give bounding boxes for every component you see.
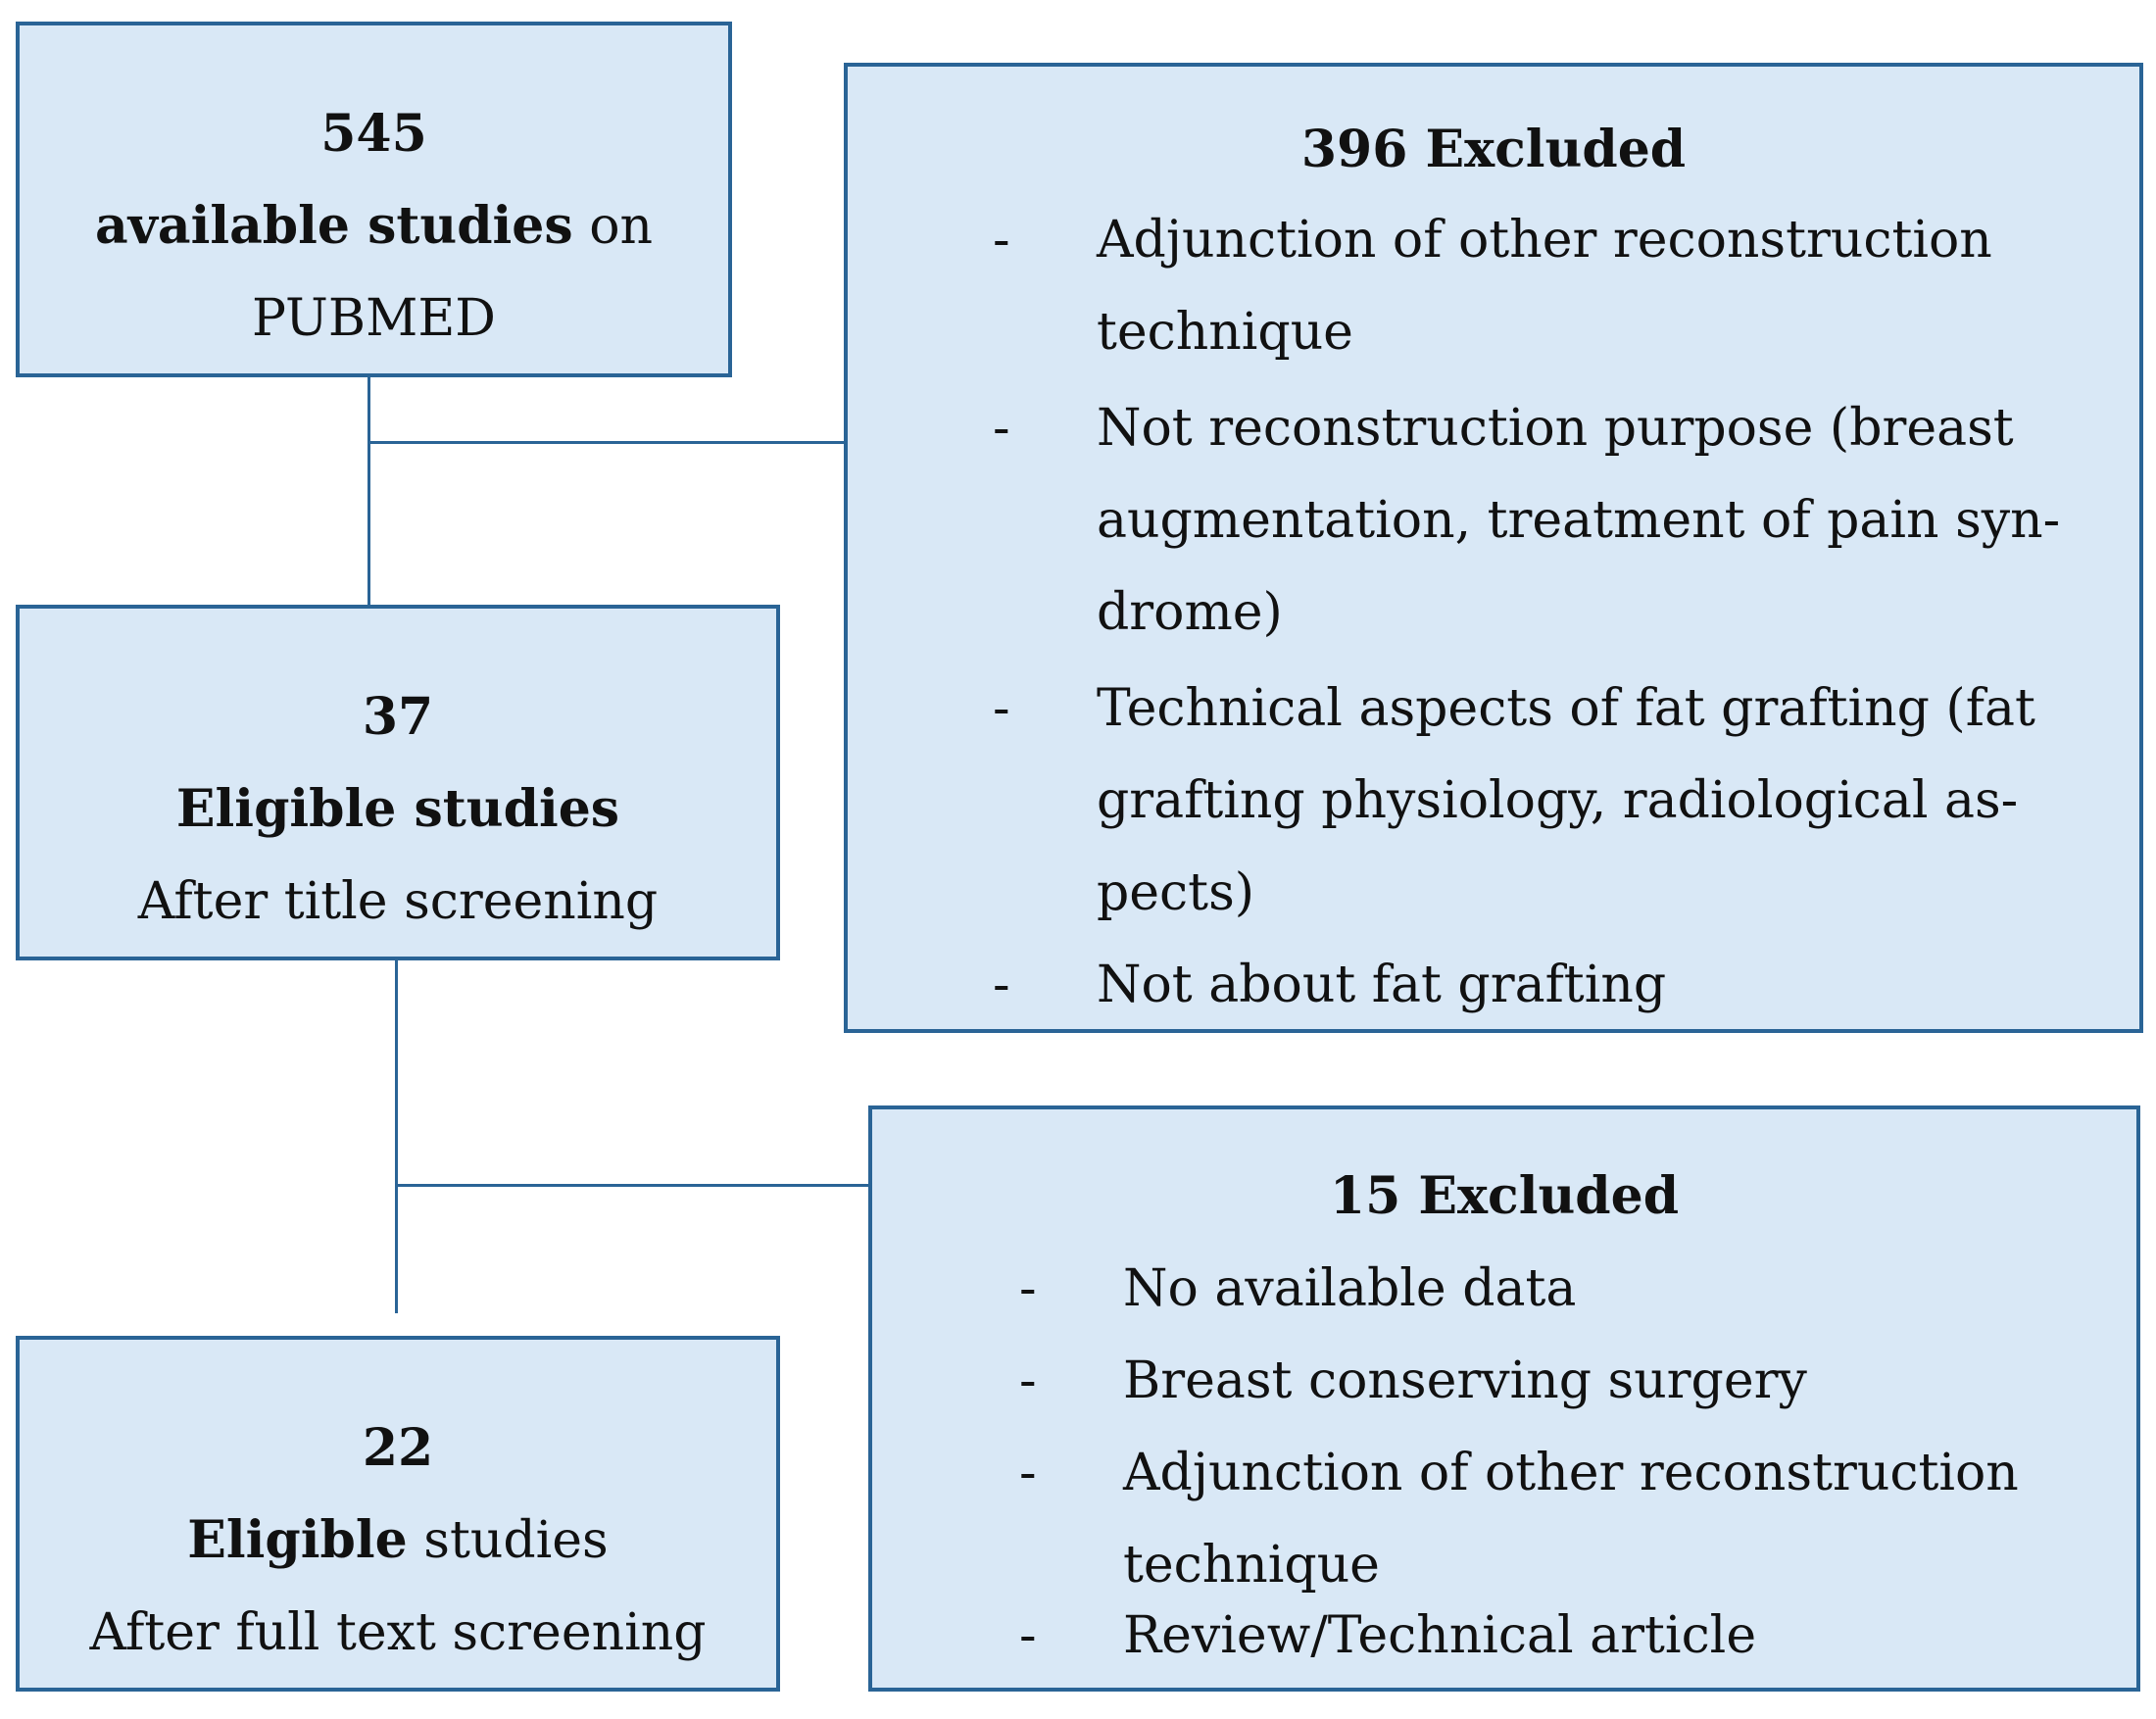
pubmed-line-2: available studies on bbox=[94, 196, 653, 256]
connector-mid-horizontal bbox=[395, 1184, 868, 1187]
box-full-text-screening: 22 Eligible studies After full text scre… bbox=[16, 1336, 780, 1692]
pubmed-line-3: PUBMED bbox=[251, 289, 496, 348]
excluded-396-title: 396 Excluded bbox=[1300, 120, 1687, 179]
connector-top-vertical bbox=[368, 377, 370, 608]
pubmed-count: 545 bbox=[320, 104, 427, 164]
full-text-line-2: Eligible studies bbox=[187, 1510, 609, 1570]
connector-top-horizontal bbox=[368, 441, 844, 444]
title-screening-line-2: Eligible studies bbox=[175, 779, 620, 839]
connector-mid-vertical bbox=[395, 960, 398, 1313]
box-excluded-396: 396 Excluded - Adjunction of other recon… bbox=[844, 63, 2143, 1033]
full-text-line-3: After full text screening bbox=[89, 1603, 707, 1662]
title-screening-line-3: After title screening bbox=[137, 872, 659, 931]
box-pubmed-studies: 545 available studies on PUBMED bbox=[16, 22, 732, 377]
box-title-screening: 37 Eligible studies After title screenin… bbox=[16, 605, 780, 960]
excluded-15-title: 15 Excluded bbox=[1329, 1166, 1680, 1226]
box-excluded-15: 15 Excluded - No available data - Breast… bbox=[868, 1105, 2140, 1692]
title-screening-count: 37 bbox=[362, 687, 434, 747]
full-text-count: 22 bbox=[362, 1418, 434, 1478]
